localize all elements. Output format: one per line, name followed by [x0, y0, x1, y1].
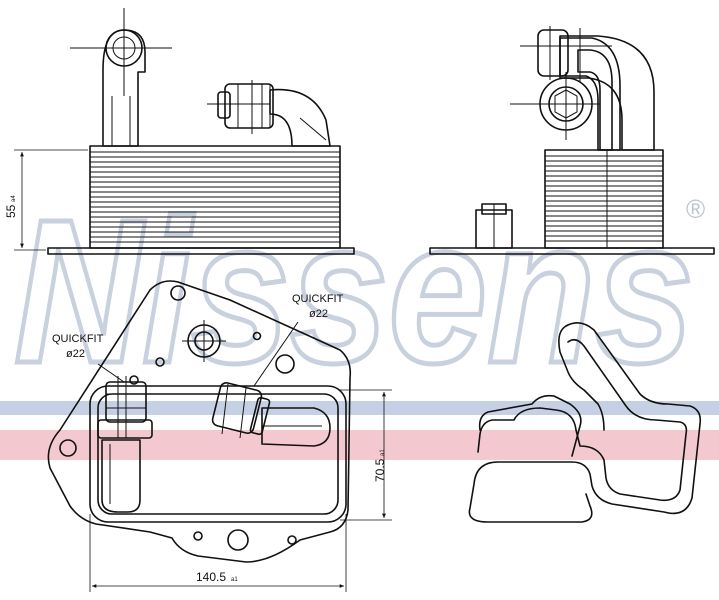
side-fitting-face — [510, 72, 600, 140]
front-height-dimension — [14, 149, 88, 251]
side-elbow-pipe — [520, 26, 655, 151]
callout-left-size: ø22 — [66, 348, 85, 360]
dimension-height-gasket-sub: a1 — [380, 449, 386, 456]
dimension-height-front-sub: a4 — [11, 195, 17, 202]
gasket-inner — [477, 338, 688, 502]
plan-right-fitting — [211, 382, 331, 447]
brand-watermark: Nissens ® — [0, 175, 719, 460]
plan-core-outline — [89, 385, 347, 523]
dimension-width-sub: a1 — [231, 577, 238, 583]
callout-right-title: QUICKFIT — [292, 293, 344, 305]
side-mounting-boss — [475, 203, 513, 249]
plan-view — [47, 280, 392, 592]
plan-left-fitting — [97, 376, 153, 513]
front-view — [14, 8, 355, 255]
plan-width-dimension — [89, 514, 347, 592]
watermark-stripe-blue — [0, 401, 719, 415]
side-core-fins — [545, 155, 663, 242]
plan-height-dimension — [340, 389, 392, 521]
gasket-view — [468, 322, 702, 523]
dimension-height-front-label: 55 — [4, 204, 18, 218]
gasket-outer — [468, 322, 702, 523]
watermark-text: Nissens — [14, 177, 694, 406]
front-core-fins — [90, 151, 340, 243]
plan-center-boss — [182, 320, 226, 362]
registered-mark: ® — [686, 194, 705, 224]
plan-flange-outline — [47, 280, 352, 563]
side-view — [429, 26, 715, 255]
dimension-width-label: 140.5 — [196, 570, 226, 584]
callout-right-size: ø22 — [309, 308, 328, 320]
watermark-stripe-red — [0, 430, 719, 460]
dimension-height-gasket-label: 70.5 — [373, 458, 387, 482]
front-elbow-fitting — [207, 80, 331, 147]
front-vertical-pipe — [70, 8, 172, 147]
callout-left-title: QUICKFIT — [52, 333, 104, 345]
